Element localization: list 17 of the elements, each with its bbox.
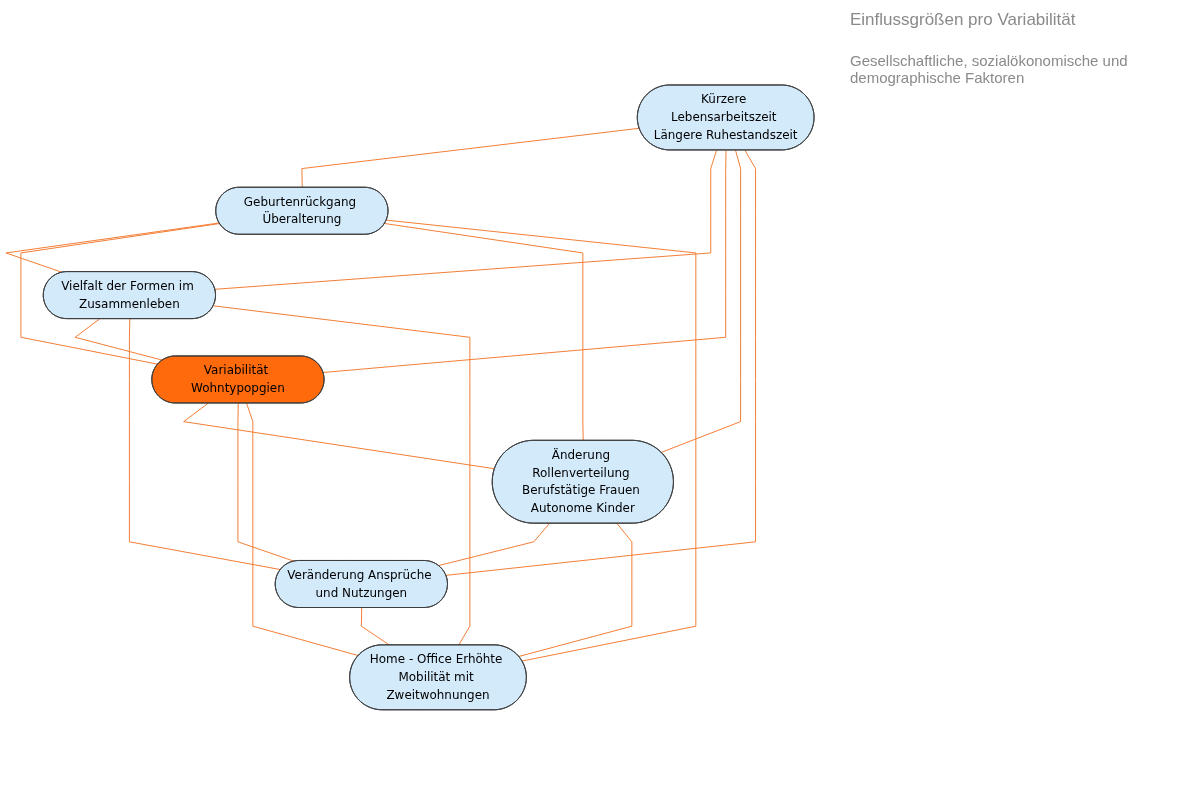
connector — [213, 305, 471, 646]
connector — [214, 149, 718, 290]
diagram-title: Einflussgrößen pro Variabilität — [850, 10, 1077, 30]
connector — [518, 522, 633, 657]
connector — [237, 402, 295, 562]
connector — [246, 402, 360, 656]
connector — [386, 219, 697, 662]
connector — [445, 149, 757, 576]
connector — [438, 522, 550, 566]
connector — [660, 149, 742, 453]
connector — [384, 222, 584, 441]
connector — [128, 318, 282, 570]
connector — [301, 127, 640, 188]
subtitle-note: Gesellschaftliche, sozialökonomische und demographische Faktoren — [850, 52, 1129, 86]
connector — [322, 149, 727, 373]
connector — [183, 402, 496, 469]
connector — [20, 222, 221, 365]
